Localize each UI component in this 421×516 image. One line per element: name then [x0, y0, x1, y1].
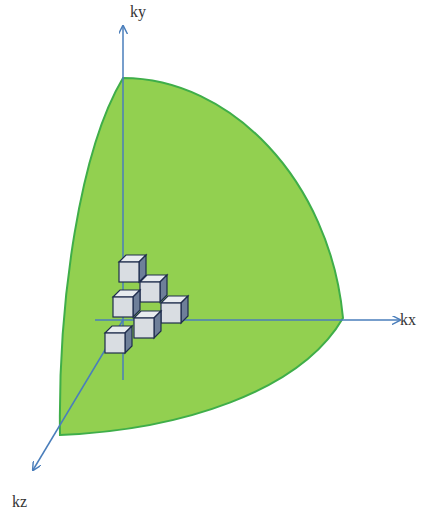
- axis-label: ky: [130, 4, 146, 20]
- axis-label: kz: [12, 494, 27, 510]
- cube-front: [161, 303, 181, 323]
- unit-cells: [105, 255, 188, 353]
- cube-front: [113, 297, 133, 317]
- unit-cube: [161, 296, 188, 323]
- unit-cube: [113, 290, 140, 317]
- cube-side: [125, 326, 132, 353]
- unit-cube: [134, 311, 161, 338]
- sphere-octant: [60, 78, 343, 435]
- cube-side: [154, 311, 161, 338]
- cube-front: [134, 318, 154, 338]
- unit-cube: [119, 255, 146, 282]
- unit-cube: [140, 275, 167, 302]
- cube-side: [181, 296, 188, 323]
- cube-front: [119, 262, 139, 282]
- unit-cube: [105, 326, 132, 353]
- cube-front: [140, 282, 160, 302]
- cube-front: [105, 333, 125, 353]
- axis-label: kx: [400, 312, 416, 328]
